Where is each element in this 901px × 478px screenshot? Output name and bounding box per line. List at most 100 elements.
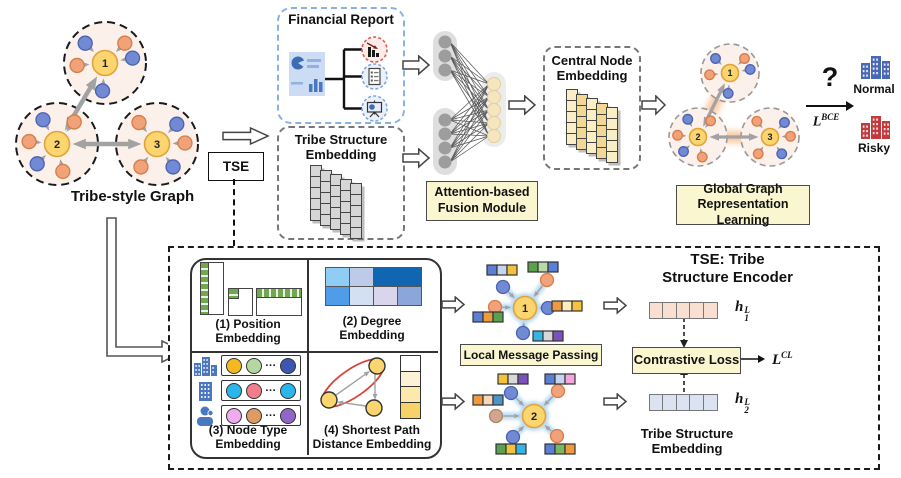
degree-cell [397, 286, 422, 306]
q4-label-1: (4) Shortest Path [323, 423, 420, 437]
node-type-strip: ··· [221, 380, 301, 401]
normal-buildings-icon [861, 56, 890, 79]
embedding-tile-column [566, 89, 578, 145]
bce-loss-label: LBCE [812, 112, 840, 130]
encoder-title-2: Structure Encoder [662, 268, 793, 286]
embedding-cell [702, 302, 718, 319]
embedding-cell [702, 394, 718, 411]
node-type-circle [279, 407, 296, 424]
svg-text:1: 1 [522, 303, 528, 315]
h1-embedding-strip [648, 302, 718, 319]
node-type-strip: ··· [221, 355, 301, 376]
node-type-circle [226, 357, 242, 374]
local-star-graph-1: 1 [472, 261, 583, 342]
global-label-2: Representation Learning [697, 197, 789, 227]
flow-arrow-financial-to-fusion [402, 55, 431, 76]
q3-label-2: Embedding [215, 437, 281, 452]
flow-arrow-central-to-global [641, 95, 667, 116]
tse-strip-label-1: Tribe Structure [640, 426, 734, 441]
lmp-label: Local Message Passing [463, 347, 599, 362]
quadrant-vertical-divider [307, 258, 309, 455]
embedding-tile-column [320, 169, 332, 226]
tse-dashed-connector [233, 179, 235, 246]
local-star-graph-2: 2 [472, 373, 576, 455]
embedding-tile-column [350, 183, 362, 239]
embedding-tile-column [330, 174, 342, 230]
person-icon [197, 406, 214, 426]
q3-label-1: (3) Node Type [208, 423, 288, 437]
spd-color-column [400, 355, 421, 419]
building-icon [199, 382, 212, 401]
quadrant-horizontal-divider [190, 351, 438, 353]
degree-cell [325, 267, 350, 287]
ellipsis: ··· [265, 359, 277, 372]
h2-embedding-strip [648, 394, 718, 411]
degree-cell [325, 286, 350, 306]
fusion-module-label-box: Attention-based Fusion Module [426, 181, 538, 221]
degree-cell [349, 267, 374, 287]
tse-box: TSE [208, 152, 264, 181]
position-bar-small [228, 288, 253, 316]
node-type-circle [279, 382, 296, 399]
tse-emb-title-1: Tribe Structure [294, 132, 388, 147]
financial-report-title: Financial Report [288, 12, 394, 27]
q2-label-1: (2) Degree [342, 314, 402, 328]
central-title-1: Central Node [551, 53, 633, 68]
degree-cell [373, 286, 398, 306]
global-graph-label-box: Global Graph Representation Learning [676, 181, 810, 227]
q4-label-2: Distance Embedding [312, 437, 432, 452]
spd-cell [400, 401, 421, 419]
tse-box-label: TSE [222, 159, 250, 174]
ellipsis: ··· [265, 409, 277, 422]
fusion-label-1: Attention-based [434, 185, 530, 200]
attention-fusion-network [433, 31, 506, 175]
financial-report-box: Financial Report [277, 7, 405, 124]
degree-cell [397, 267, 422, 287]
position-bar-tall [200, 262, 224, 315]
central-title-2: Embedding [556, 68, 628, 84]
q1-label-2: Embedding [215, 331, 281, 346]
shortest-path-graph [320, 357, 386, 417]
degree-embedding-grid [325, 267, 422, 306]
contrastive-loss-box: Contrastive Loss [632, 347, 741, 374]
risky-buildings-icon [861, 116, 890, 139]
q2-label-2: Embedding [339, 328, 405, 343]
ellipsis: ··· [265, 384, 277, 397]
svg-text:2: 2 [695, 132, 700, 142]
flow-arrow-panel-to-star2 [441, 393, 466, 411]
risky-label: Risky [857, 141, 891, 155]
node-type-circle [245, 382, 262, 399]
position-bar-wide [256, 288, 302, 316]
fusion-label-2: Fusion Module [437, 201, 527, 215]
node-type-circle [279, 357, 296, 374]
embedding-tile-column [310, 165, 322, 221]
svg-text:1: 1 [727, 68, 732, 78]
flow-arrow-fusion-to-central [508, 95, 537, 116]
encoder-title-1: TSE: Tribe [690, 251, 765, 268]
contrastive-loss-label: Contrastive Loss [633, 352, 740, 368]
local-message-passing-box: Local Message Passing [460, 344, 602, 366]
embedding-tile-column [606, 107, 618, 163]
svg-text:1: 1 [102, 58, 108, 70]
degree-cell [349, 286, 374, 306]
yellow-embedding-tiles [566, 89, 626, 163]
degree-cell [373, 267, 398, 287]
global-label-1: Global Graph [703, 181, 783, 196]
node-type-circle [226, 382, 242, 399]
tse-emb-title-2: Embedding [305, 147, 377, 163]
svg-text:3: 3 [154, 139, 160, 151]
node-type-circle [226, 407, 242, 424]
financial-report-icons [289, 36, 388, 122]
bce-arrow [806, 101, 854, 111]
flow-arrow-tse-to-fusion [402, 148, 431, 169]
flow-arrow-star1-to-h1 [603, 297, 628, 315]
svg-text:2: 2 [54, 139, 60, 151]
node-type-strip: ··· [221, 405, 301, 426]
normal-label: Normal [853, 82, 895, 96]
node-type-circle [245, 357, 262, 374]
tse-strip-label-2: Embedding [651, 441, 723, 457]
